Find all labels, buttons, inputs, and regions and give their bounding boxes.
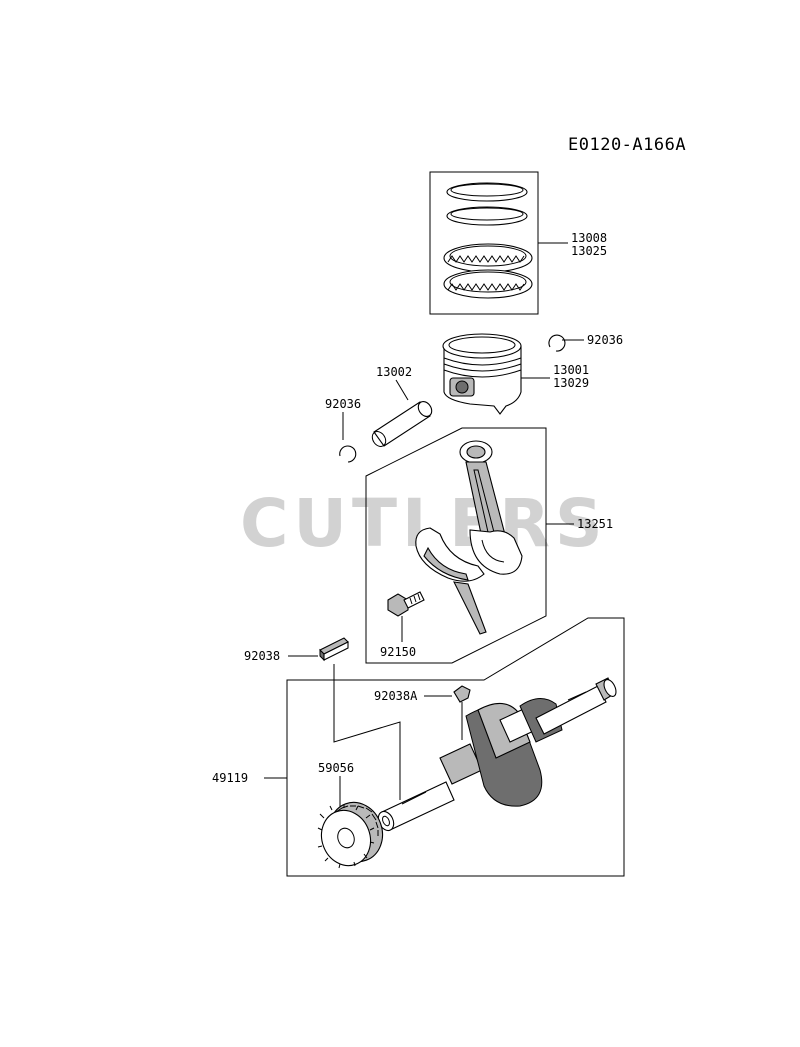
label-key: 92038 <box>244 649 280 663</box>
label-circlip-left: 92036 <box>325 397 361 411</box>
label-key-a: 92038A <box>374 689 418 703</box>
key-a[interactable] <box>453 685 471 703</box>
label-rod-bolt: 92150 <box>380 645 416 659</box>
gear[interactable] <box>314 795 391 873</box>
label-piston-pin: 13002 <box>376 365 412 379</box>
label-circlip-right: 92036 <box>587 333 623 347</box>
label-ring-set-1: 13008 <box>571 231 607 245</box>
label-crankshaft: 49119 <box>212 771 248 785</box>
label-piston-1: 13001 <box>553 363 589 377</box>
key[interactable] <box>319 637 349 662</box>
diagram-code: E0120-A166A <box>568 135 686 155</box>
rod-bolt[interactable] <box>387 591 425 617</box>
piston-ring-set[interactable] <box>429 171 539 315</box>
label-connecting-rod: 13251 <box>577 517 613 531</box>
label-piston-2: 13029 <box>553 376 589 390</box>
crankshaft[interactable] <box>375 677 618 833</box>
connecting-rod[interactable] <box>415 440 523 635</box>
crankshaft-box <box>286 617 625 877</box>
circlip-right[interactable] <box>548 334 566 352</box>
label-gear: 59056 <box>318 761 354 775</box>
label-ring-set-2: 13025 <box>571 244 607 258</box>
connecting-rod-box <box>365 427 547 664</box>
piston-pin[interactable] <box>370 399 435 449</box>
piston[interactable] <box>442 333 522 415</box>
circlip-left[interactable] <box>339 445 357 463</box>
